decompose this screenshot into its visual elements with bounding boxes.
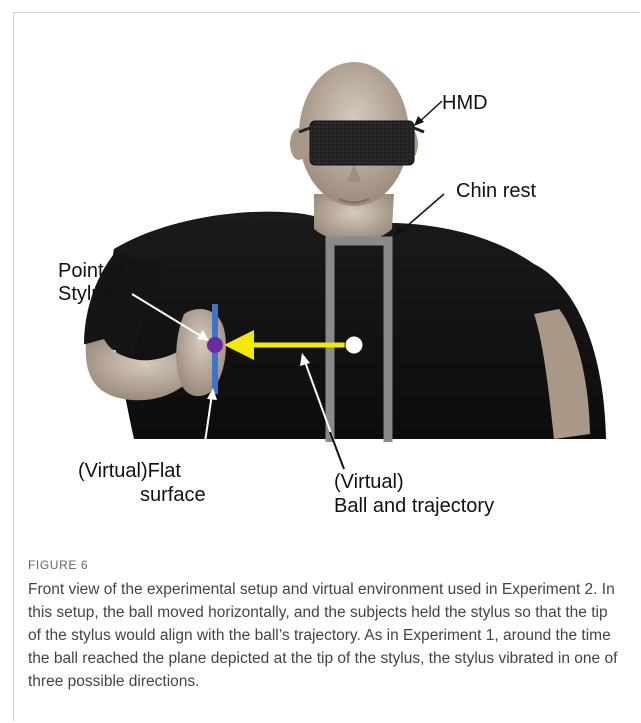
ball-label-line2: Ball and trajectory bbox=[334, 494, 494, 518]
point-of-stylus-label-line2: Stylus bbox=[58, 282, 112, 306]
virtual-ball bbox=[345, 336, 363, 354]
chin-rest-label: Chin rest bbox=[456, 179, 536, 203]
hmd-label: HMD bbox=[442, 91, 488, 115]
figure-caption-label: FIGURE 6 bbox=[28, 558, 88, 572]
figure-illustration: HMD Chin rest Point of Stylus (Virtual)F… bbox=[14, 14, 634, 534]
hmd-device bbox=[310, 121, 414, 165]
torso-shirt bbox=[104, 212, 606, 439]
ball-label-line1: (Virtual) bbox=[334, 470, 404, 494]
figure-caption-text: Front view of the experimental setup and… bbox=[28, 578, 618, 693]
flat-surface-label-line1: (Virtual)Flat bbox=[78, 459, 181, 483]
stylus-tip bbox=[207, 337, 223, 353]
point-of-stylus-label-line1: Point of bbox=[58, 259, 126, 283]
flat-surface-label-line2: surface bbox=[140, 483, 206, 507]
